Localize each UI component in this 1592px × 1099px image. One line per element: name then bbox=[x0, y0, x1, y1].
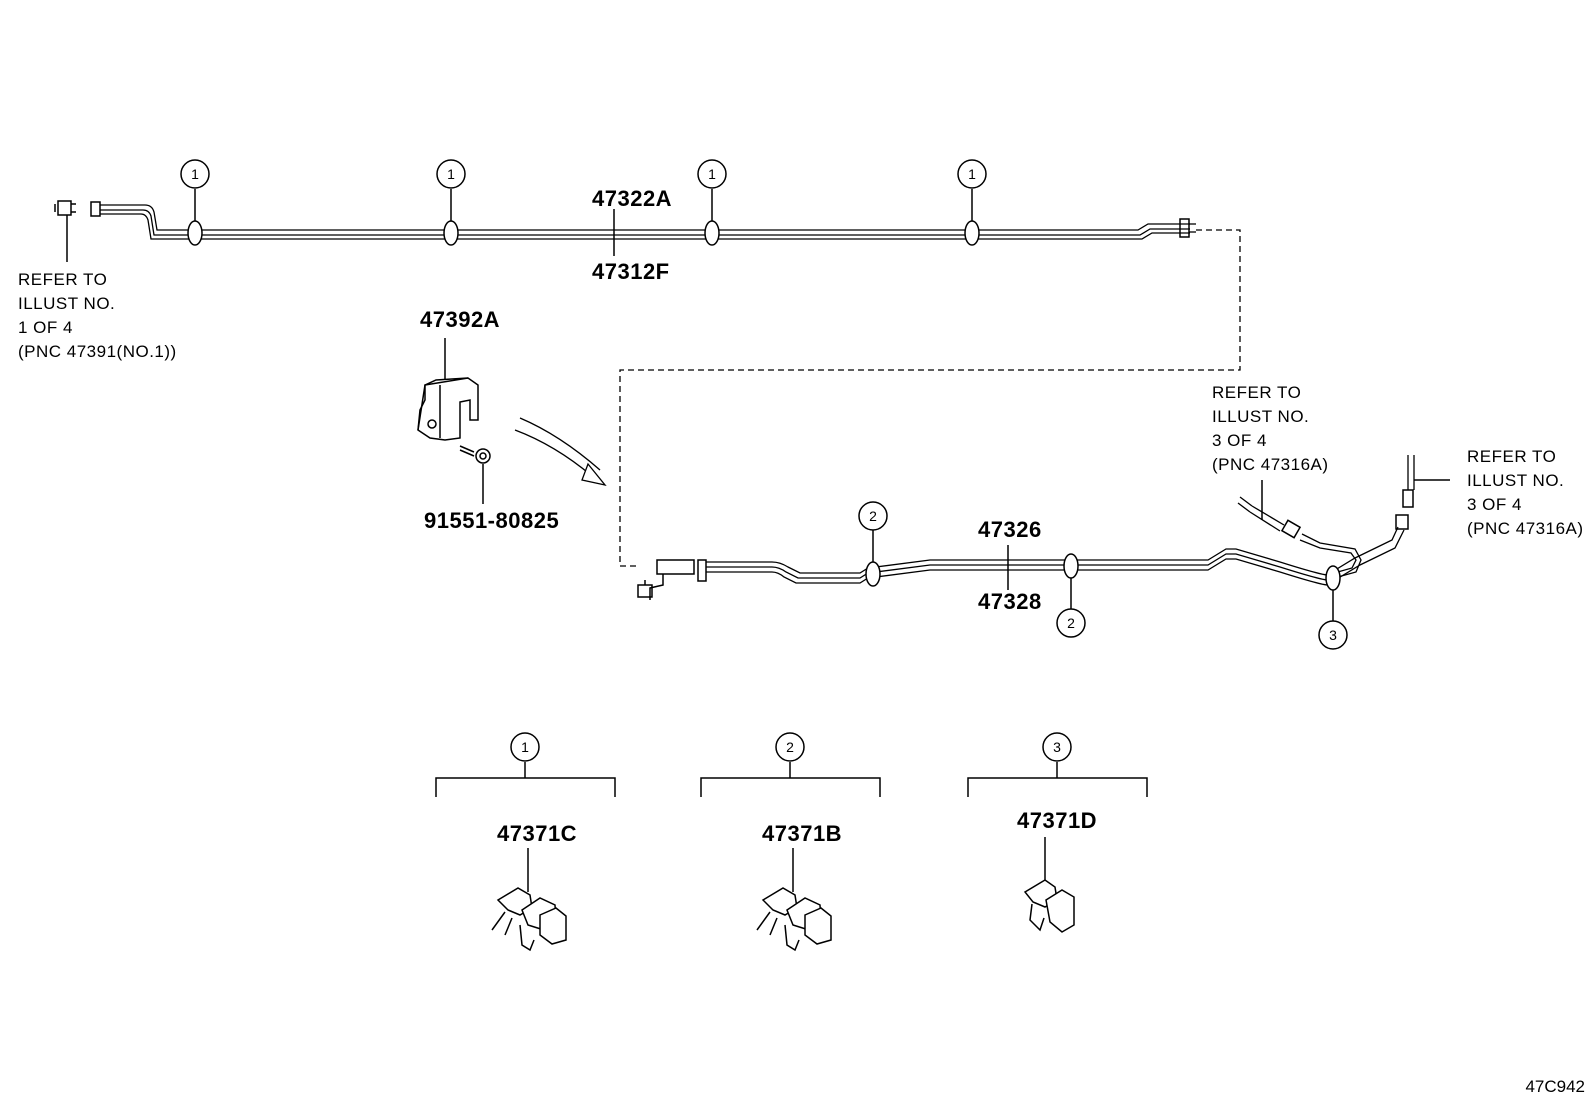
clamp-marker bbox=[1325, 565, 1341, 591]
callout-1-label: 1 bbox=[968, 166, 976, 182]
ref-line: (PNC 47316A) bbox=[1212, 455, 1329, 474]
upper-tube-assembly bbox=[54, 189, 1196, 262]
callout-3-label: 3 bbox=[1329, 627, 1337, 643]
ref-line: REFER TO bbox=[18, 270, 107, 289]
ref-line: ILLUST NO. bbox=[1212, 407, 1309, 426]
clamp-marker bbox=[187, 220, 203, 246]
far-right-reference-note: REFER TO ILLUST NO. 3 OF 4 (PNC 47316A) bbox=[1467, 447, 1584, 538]
callout-1-group: 1 1 1 1 bbox=[180, 159, 987, 189]
ref-line: (PNC 47316A) bbox=[1467, 519, 1584, 538]
part-number-47371C: 47371C bbox=[497, 821, 577, 846]
ref-line: ILLUST NO. bbox=[18, 294, 115, 313]
ref-line: 1 OF 4 bbox=[18, 318, 73, 337]
clamp-legend-1: 1 47371C bbox=[435, 732, 616, 952]
callout-1-label: 1 bbox=[191, 166, 199, 182]
clamp-legend-3: 3 47371D bbox=[967, 732, 1148, 933]
ref-line: REFER TO bbox=[1467, 447, 1556, 466]
ref-line: ILLUST NO. bbox=[1467, 471, 1564, 490]
lower-tube-assembly bbox=[637, 455, 1450, 621]
ref-line: (PNC 47391(NO.1)) bbox=[18, 342, 177, 361]
mid-right-reference-note: REFER TO ILLUST NO. 3 OF 4 (PNC 47316A) bbox=[1212, 383, 1329, 474]
part-number-47328: 47328 bbox=[978, 589, 1042, 614]
clamp-47371C-illustration bbox=[491, 887, 567, 952]
part-number-47371D: 47371D bbox=[1017, 808, 1097, 833]
bracket-47392A bbox=[417, 338, 479, 441]
part-number-91551-80825: 91551-80825 bbox=[424, 508, 559, 533]
left-reference-note: REFER TO ILLUST NO. 1 OF 4 (PNC 47391(NO… bbox=[18, 270, 177, 361]
part-number-47392A: 47392A bbox=[420, 307, 500, 332]
install-direction-arrow bbox=[514, 417, 607, 487]
callout-1-label: 1 bbox=[521, 739, 529, 755]
callout-2-label: 2 bbox=[1067, 615, 1075, 631]
callout-1-label: 1 bbox=[447, 166, 455, 182]
clamp-marker bbox=[1063, 553, 1079, 579]
lower-callouts: 2 2 3 bbox=[858, 501, 1348, 650]
dashed-connection-line bbox=[619, 229, 1241, 567]
part-number-47322A: 47322A bbox=[592, 186, 672, 211]
clamp-47371D-illustration bbox=[1023, 879, 1075, 933]
left-union-connector bbox=[57, 200, 72, 216]
ref-line: REFER TO bbox=[1212, 383, 1301, 402]
callout-2-label: 2 bbox=[869, 508, 877, 524]
clamp-marker bbox=[443, 220, 459, 246]
part-number-47312F: 47312F bbox=[592, 259, 670, 284]
ref-line: 3 OF 4 bbox=[1467, 495, 1522, 514]
clamp-legend-2: 2 47371B bbox=[700, 732, 881, 952]
callout-2-label: 2 bbox=[786, 739, 794, 755]
clamp-marker bbox=[704, 220, 720, 246]
callout-1-label: 1 bbox=[708, 166, 716, 182]
ref-line: 3 OF 4 bbox=[1212, 431, 1267, 450]
clamp-marker bbox=[964, 220, 980, 246]
diagram-code: 47C942 bbox=[1525, 1077, 1585, 1096]
bolt-91551-80825 bbox=[459, 445, 491, 504]
clamp-marker bbox=[865, 561, 881, 587]
part-number-47371B: 47371B bbox=[762, 821, 842, 846]
callout-3-label: 3 bbox=[1053, 739, 1061, 755]
clamp-47371B-illustration bbox=[756, 887, 832, 952]
lower-left-block bbox=[656, 559, 695, 575]
part-number-47326: 47326 bbox=[978, 517, 1042, 542]
